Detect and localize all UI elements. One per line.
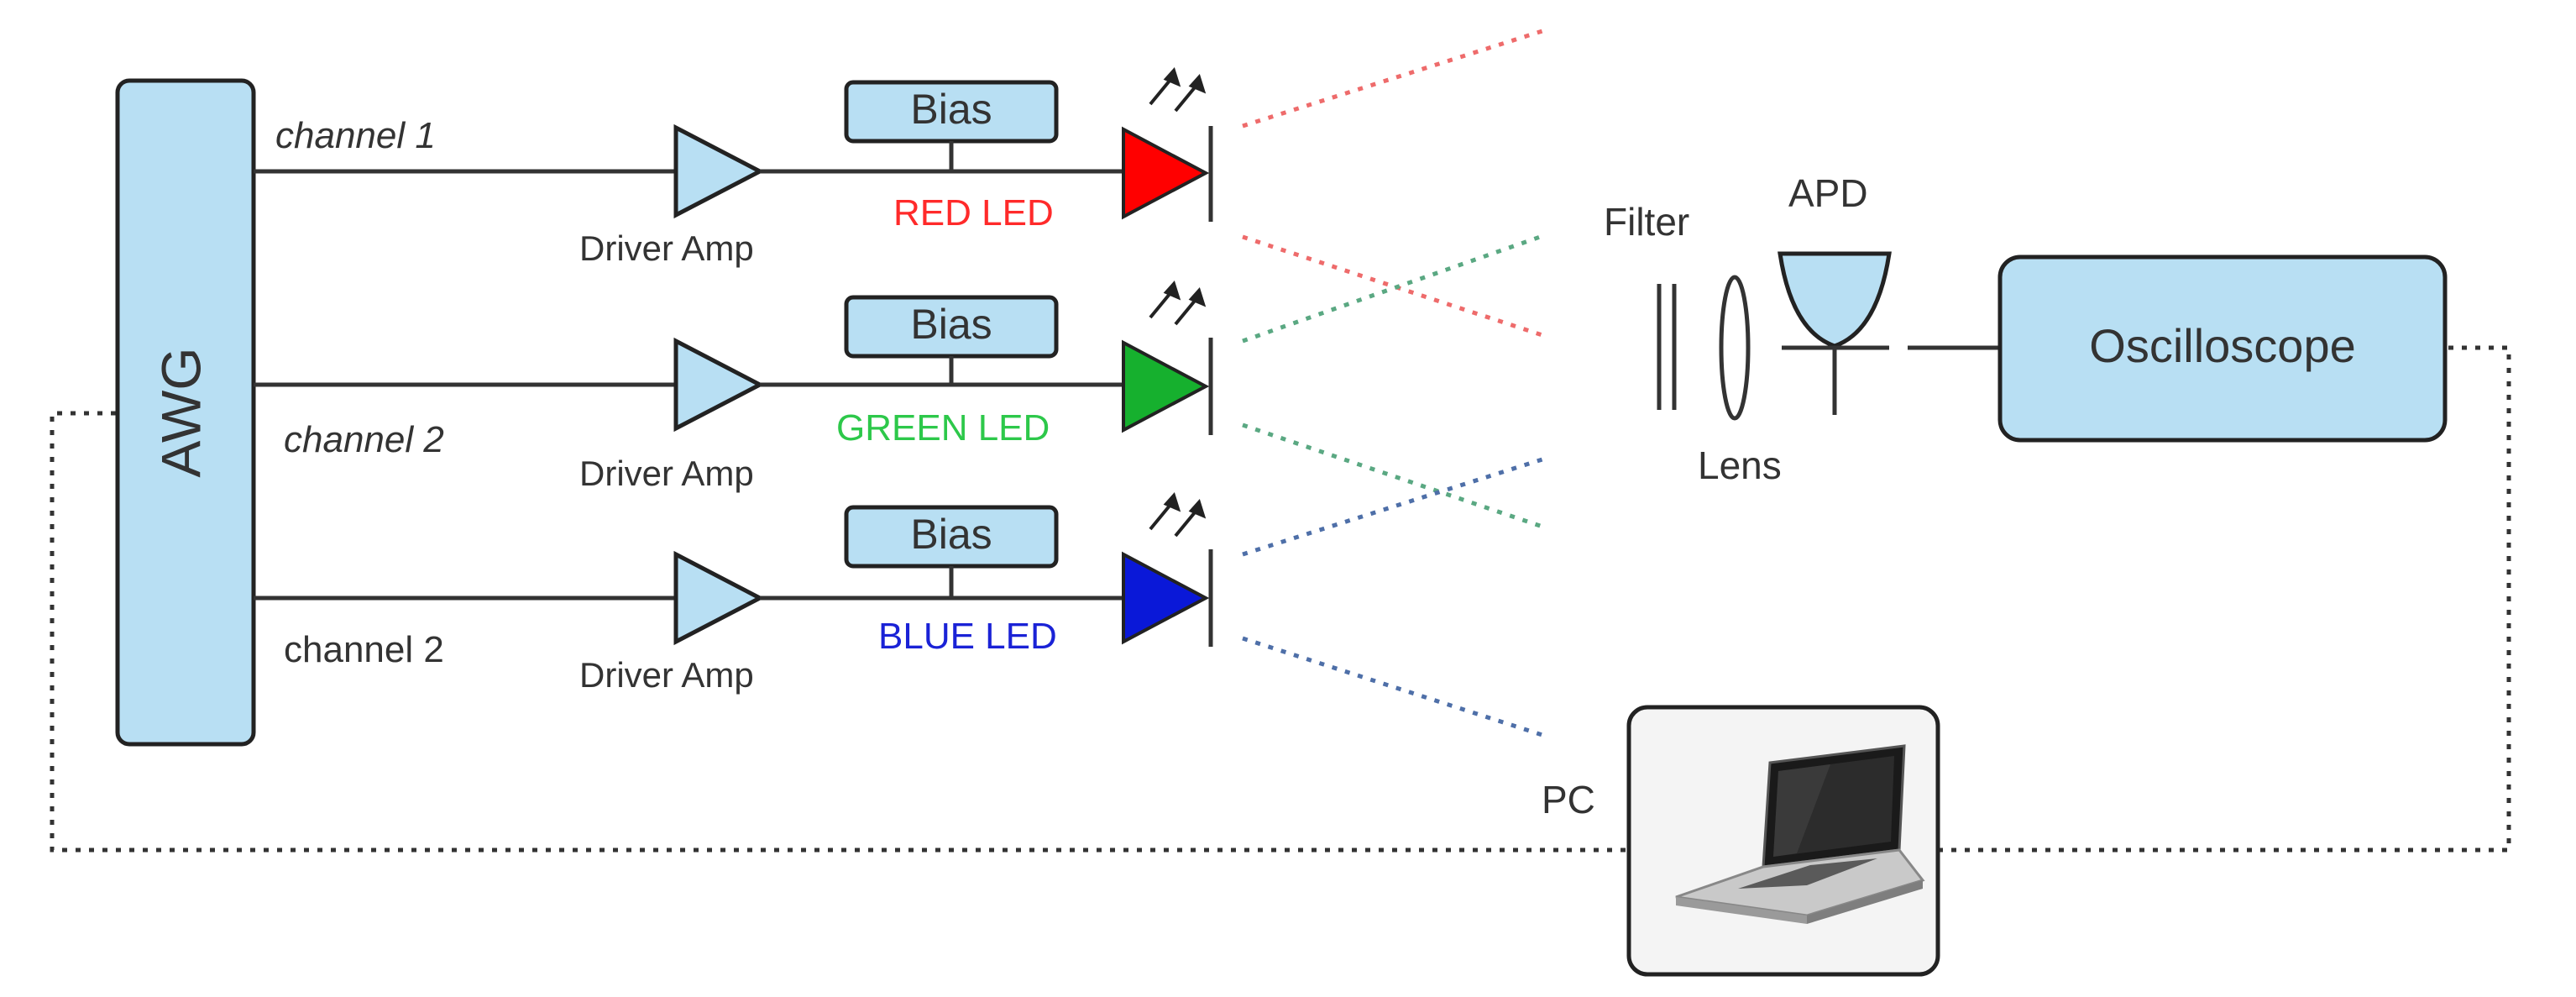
pc-block: PC: [1542, 705, 1940, 977]
lens-icon: [1719, 275, 1751, 421]
driver-amp-triangle: [673, 550, 765, 646]
apd-detector-icon: [1778, 251, 1892, 349]
bias-label: Bias: [910, 301, 992, 348]
channel-row-1: channel 1 Driver Amp Bias RED LED: [254, 67, 1213, 268]
channel-row-2: channel 2 Driver Amp Bias GREEN LED: [254, 281, 1213, 493]
channel-label: channel 2: [284, 419, 444, 460]
driver-amp-triangle: [673, 337, 765, 433]
oscilloscope-box: [1997, 254, 2448, 443]
led-label: BLUE LED: [878, 616, 1057, 657]
light-beams: [1242, 28, 1546, 738]
blue-beam-upper: [1242, 456, 1546, 557]
driver-amp-label: Driver Amp: [579, 454, 754, 493]
laptop-icon: [1675, 744, 1925, 924]
oscilloscope-block: Oscilloscope: [1997, 254, 2448, 443]
pc-oscilloscope-link: [1938, 345, 2511, 853]
awg-block: AWG: [115, 78, 256, 747]
control-loop: [50, 345, 2511, 853]
apd-label: APD: [1788, 171, 1868, 215]
receiver: Filter Lens APD: [1604, 171, 2000, 487]
filter-label: Filter: [1604, 200, 1689, 244]
green-beam-lower: [1242, 422, 1546, 530]
bias-label: Bias: [910, 86, 992, 133]
red-led-diode: [1122, 126, 1210, 220]
channel-label: channel 1: [275, 115, 436, 156]
blue-beam-lower: [1242, 636, 1546, 738]
led-label: RED LED: [893, 192, 1054, 234]
emission-arrows-icon: [1149, 492, 1207, 538]
awg-box: [115, 78, 256, 747]
green-led-diode: [1122, 339, 1210, 433]
led-label: GREEN LED: [836, 407, 1050, 449]
channel-row-3: channel 2 Driver Amp Bias BLUE LED: [254, 492, 1213, 695]
pc-label: PC: [1542, 778, 1595, 821]
channel-label: channel 2: [284, 629, 444, 670]
red-beam-upper: [1242, 28, 1546, 129]
driver-amp-triangle: [673, 123, 765, 219]
bias-label: Bias: [910, 511, 992, 558]
oscilloscope-label: Oscilloscope: [2089, 319, 2355, 372]
awg-label: AWG: [149, 347, 212, 477]
driver-amp-label: Driver Amp: [579, 228, 754, 268]
green-beam-upper: [1242, 233, 1546, 344]
driver-amp-label: Driver Amp: [579, 655, 754, 695]
emission-arrows-icon: [1149, 67, 1207, 113]
emission-arrows-icon: [1149, 281, 1207, 326]
awg-pc-link: [50, 411, 1629, 853]
lens-label: Lens: [1698, 443, 1782, 487]
blue-led-diode: [1122, 551, 1210, 645]
